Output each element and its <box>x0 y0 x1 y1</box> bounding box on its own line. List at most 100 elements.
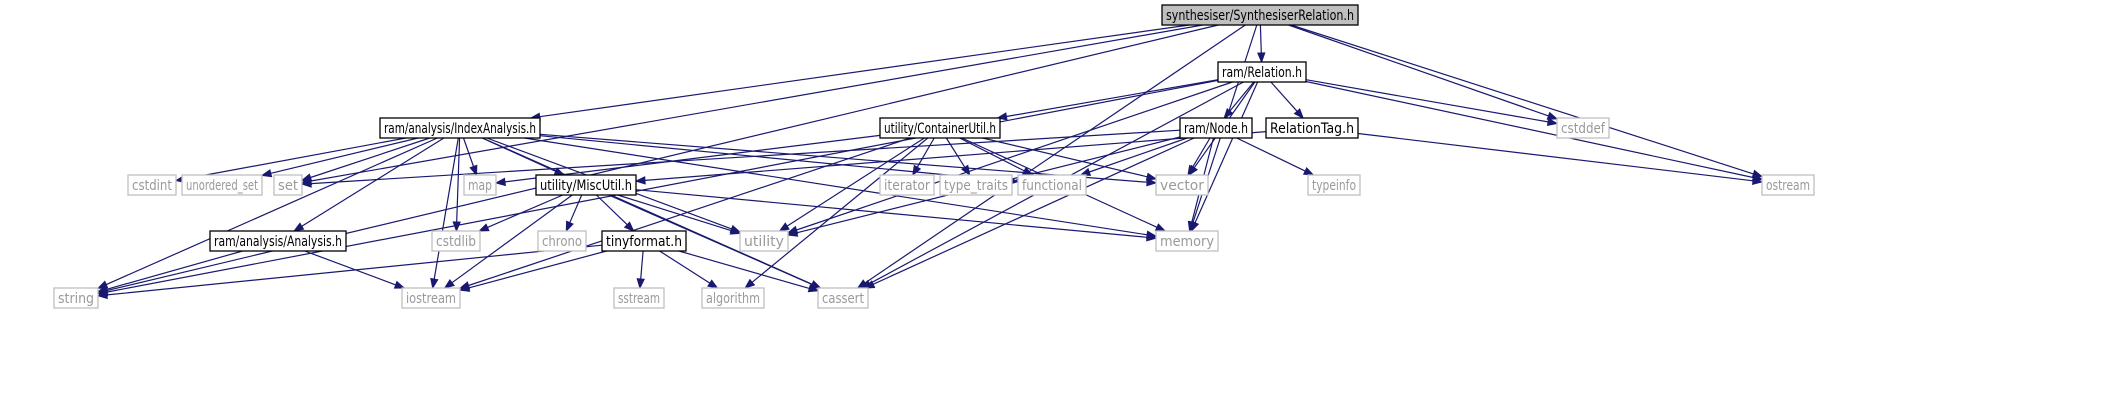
node-unordered_set: unordered_set <box>181 174 263 196</box>
edge-miscutil-to-tinyformat <box>595 194 628 226</box>
edge-tinyformat-to-string <box>106 244 603 296</box>
edge-relation-to-string <box>106 79 1219 293</box>
edge-relation-to-utility <box>796 81 1233 231</box>
node-algorithm: algorithm <box>701 287 765 309</box>
edge-miscutil-to-cstdlib <box>487 194 564 228</box>
node-functional: functional <box>1017 174 1087 196</box>
node-synth[interactable]: synthesiser/SynthesiserRelation.h <box>1161 4 1359 26</box>
edge-containerutil-to-algorithm <box>751 137 929 283</box>
node-box-iterator <box>879 174 935 196</box>
arrowhead-relation-to-ramnode <box>1223 107 1234 120</box>
arrowhead-analysis-to-iostream <box>393 280 406 289</box>
node-label-indexanalysis: ram/analysis/IndexAnalysis.h <box>384 121 536 137</box>
arrowhead-ramnode-to-utility <box>786 228 799 237</box>
node-label-ramnode: ram/Node.h <box>1184 121 1248 137</box>
node-box-analysis <box>209 230 347 252</box>
arrowhead-tinyformat-to-algorithm <box>707 279 719 289</box>
node-label-relationtag: RelationTag.h <box>1270 121 1354 137</box>
arrowhead-miscutil-to-cassert <box>809 280 822 289</box>
edge-miscutil-to-iostream <box>451 194 573 284</box>
edge-synth-to-set <box>310 24 1203 182</box>
arrowhead-ramnode-to-cassert <box>863 280 876 289</box>
arrowhead-containerutil-to-memory <box>1154 223 1167 232</box>
edge-indexanalysis-to-functional <box>539 135 1010 182</box>
node-label-vector: vector <box>1160 178 1204 194</box>
node-cassert: cassert <box>817 287 869 309</box>
node-set: set <box>273 174 303 196</box>
node-label-type_traits: type_traits <box>944 178 1008 194</box>
edge-relation-to-ostream <box>1305 80 1754 179</box>
node-ramnode[interactable]: ram/Node.h <box>1179 117 1253 139</box>
node-iostream: iostream <box>401 287 461 309</box>
node-cstdlib: cstdlib <box>431 230 481 252</box>
node-box-utility <box>739 230 789 252</box>
node-box-algorithm <box>701 287 765 309</box>
edge-indexanalysis-to-memory <box>524 137 1148 236</box>
node-analysis[interactable]: ram/analysis/Analysis.h <box>209 230 347 252</box>
arrowhead-containerutil-to-iterator <box>912 164 922 177</box>
arrowhead-miscutil-to-cstdlib <box>477 223 490 232</box>
arrowhead-tinyformat-to-iostream <box>458 283 471 292</box>
edge-indexanalysis-to-cstdint <box>184 137 407 180</box>
edge-relation-to-ramnode <box>1229 81 1255 112</box>
edge-relation-to-memory <box>1194 81 1259 224</box>
edge-analysis-to-string <box>106 250 243 290</box>
node-box-memory <box>1155 230 1219 252</box>
node-miscutil[interactable]: utility/MiscUtil.h <box>535 174 637 196</box>
arrowhead-synth-to-relation <box>1257 52 1266 64</box>
node-iterator: iterator <box>879 174 935 196</box>
node-map: map <box>463 174 497 196</box>
arrowhead-relation-to-relationtag <box>1293 108 1305 120</box>
arrowhead-containerutil-to-map <box>494 177 506 187</box>
arrowhead-ramnode-to-vector <box>1187 164 1197 177</box>
arrowhead-indexanalysis-to-analysis <box>292 222 305 232</box>
node-label-utility: utility <box>744 234 784 250</box>
node-box-cassert <box>817 287 869 309</box>
node-box-chrono <box>537 230 587 252</box>
edge-tinyformat-to-algorithm <box>659 250 711 284</box>
node-indexanalysis[interactable]: ram/analysis/IndexAnalysis.h <box>379 117 541 139</box>
edge-relationtag-to-ostream <box>1357 132 1754 182</box>
node-label-relation: ram/Relation.h <box>1222 65 1302 81</box>
edge-indexanalysis-to-cstdlib <box>456 137 461 223</box>
node-label-containerutil: utility/ContainerUtil.h <box>884 121 996 137</box>
node-label-unordered_set: unordered_set <box>186 178 258 194</box>
edge-indexanalysis-to-string <box>105 137 438 286</box>
node-box-typeinfo <box>1307 174 1361 196</box>
node-ostream: ostream <box>1761 174 1815 196</box>
edge-ramnode-to-set <box>310 129 1181 185</box>
node-relationtag[interactable]: RelationTag.h <box>1265 117 1359 139</box>
node-containerutil[interactable]: utility/ContainerUtil.h <box>879 117 1001 139</box>
edges-layer <box>96 24 1764 300</box>
arrowhead-ramnode-to-set <box>300 179 312 188</box>
edge-synth-to-relation <box>1259 24 1262 54</box>
node-memory: memory <box>1155 230 1219 252</box>
node-label-iterator: iterator <box>884 178 930 194</box>
edge-ramnode-to-typeinfo <box>1236 137 1306 172</box>
node-cstdint: cstdint <box>127 174 177 196</box>
node-vector: vector <box>1155 174 1209 196</box>
node-box-ostream <box>1761 174 1815 196</box>
node-label-iostream: iostream <box>406 291 456 307</box>
node-label-ostream: ostream <box>1766 178 1810 194</box>
node-box-functional <box>1017 174 1087 196</box>
arrowhead-indexanalysis-to-map <box>469 164 478 177</box>
node-label-synth: synthesiser/SynthesiserRelation.h <box>1166 8 1354 24</box>
edge-miscutil-to-memory <box>635 189 1148 238</box>
node-box-relationtag <box>1265 117 1359 139</box>
edge-relation-to-relationtag <box>1270 81 1298 112</box>
arrowhead-tinyformat-to-cassert <box>807 284 820 293</box>
arrowhead-ramnode-to-typeinfo <box>1302 167 1315 176</box>
node-label-typeinfo: typeinfo <box>1312 178 1356 194</box>
node-tinyformat[interactable]: tinyformat.h <box>601 230 687 252</box>
arrowhead-miscutil-to-tinyformat <box>623 221 635 232</box>
edge-tinyformat-to-iostream <box>468 250 607 289</box>
node-label-map: map <box>468 178 492 194</box>
node-label-set: set <box>278 178 298 194</box>
node-relation[interactable]: ram/Relation.h <box>1217 61 1307 83</box>
node-label-memory: memory <box>1160 234 1214 250</box>
node-label-algorithm: algorithm <box>706 291 760 307</box>
edge-indexanalysis-to-set <box>310 137 430 179</box>
node-sstream: sstream <box>613 287 665 309</box>
